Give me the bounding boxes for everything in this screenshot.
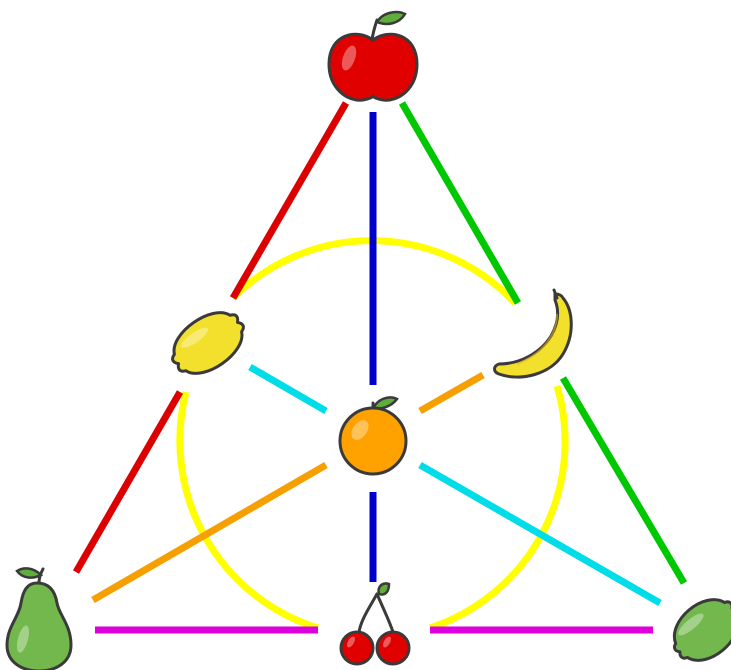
apple-icon [329,12,417,100]
left-side-upper-segment [233,103,346,298]
lemon-icon [162,300,254,385]
right-side-lower-segment [563,378,684,583]
right-side-line [402,103,684,583]
pear-icon [7,568,71,670]
lime-icon [661,587,731,670]
connection-lines [76,103,684,630]
left-side-lower-segment [76,392,180,572]
right-side-upper-segment [402,103,518,303]
banana-icon [495,290,572,377]
cyan-upper-segment [250,367,326,411]
orange-upper-segment [420,375,483,411]
orange-icon [340,397,406,474]
median-pear-banana-line [93,375,483,600]
cherries-icon [341,583,409,664]
median-lemon-lime-line [250,367,660,603]
